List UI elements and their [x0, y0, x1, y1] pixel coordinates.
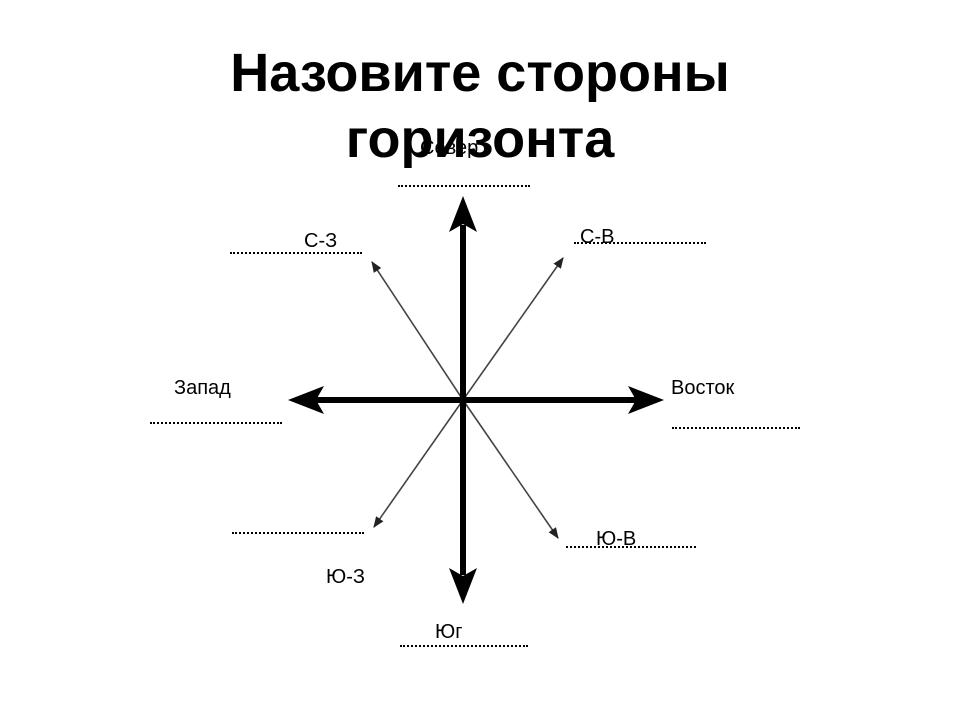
label-southeast: Ю-В	[596, 528, 637, 550]
east-arrowhead	[628, 386, 664, 414]
answer-blank-southeast[interactable]	[566, 546, 696, 548]
answer-blank-west[interactable]	[150, 422, 282, 424]
label-south: Юг	[435, 621, 463, 643]
label-northwest: С-З	[304, 230, 338, 252]
title-line-2: горизонта	[345, 109, 615, 169]
answer-blank-northwest[interactable]	[230, 252, 362, 254]
page-title: Назовите стороны горизонта	[0, 40, 960, 172]
title-line-1: Назовите стороны	[230, 43, 730, 103]
label-east: Восток	[671, 377, 735, 399]
north-arrowhead	[449, 196, 477, 232]
answer-blank-east[interactable]	[672, 427, 800, 429]
label-north: Север	[420, 137, 479, 159]
label-southwest: Ю-З	[326, 566, 365, 588]
southeast-arrow	[462, 399, 559, 539]
answer-blank-south[interactable]	[400, 645, 528, 647]
answer-blank-northeast[interactable]	[574, 242, 706, 244]
label-northeast: С-В	[580, 226, 615, 248]
label-west: Запад	[174, 377, 231, 399]
west-arrowhead	[288, 386, 324, 414]
answer-blank-north[interactable]	[398, 185, 530, 187]
northwest-arrow	[371, 261, 464, 401]
answer-blank-southwest[interactable]	[232, 532, 364, 534]
south-arrowhead	[449, 568, 477, 604]
northeast-arrow	[462, 257, 564, 401]
southwest-arrow	[373, 399, 464, 528]
